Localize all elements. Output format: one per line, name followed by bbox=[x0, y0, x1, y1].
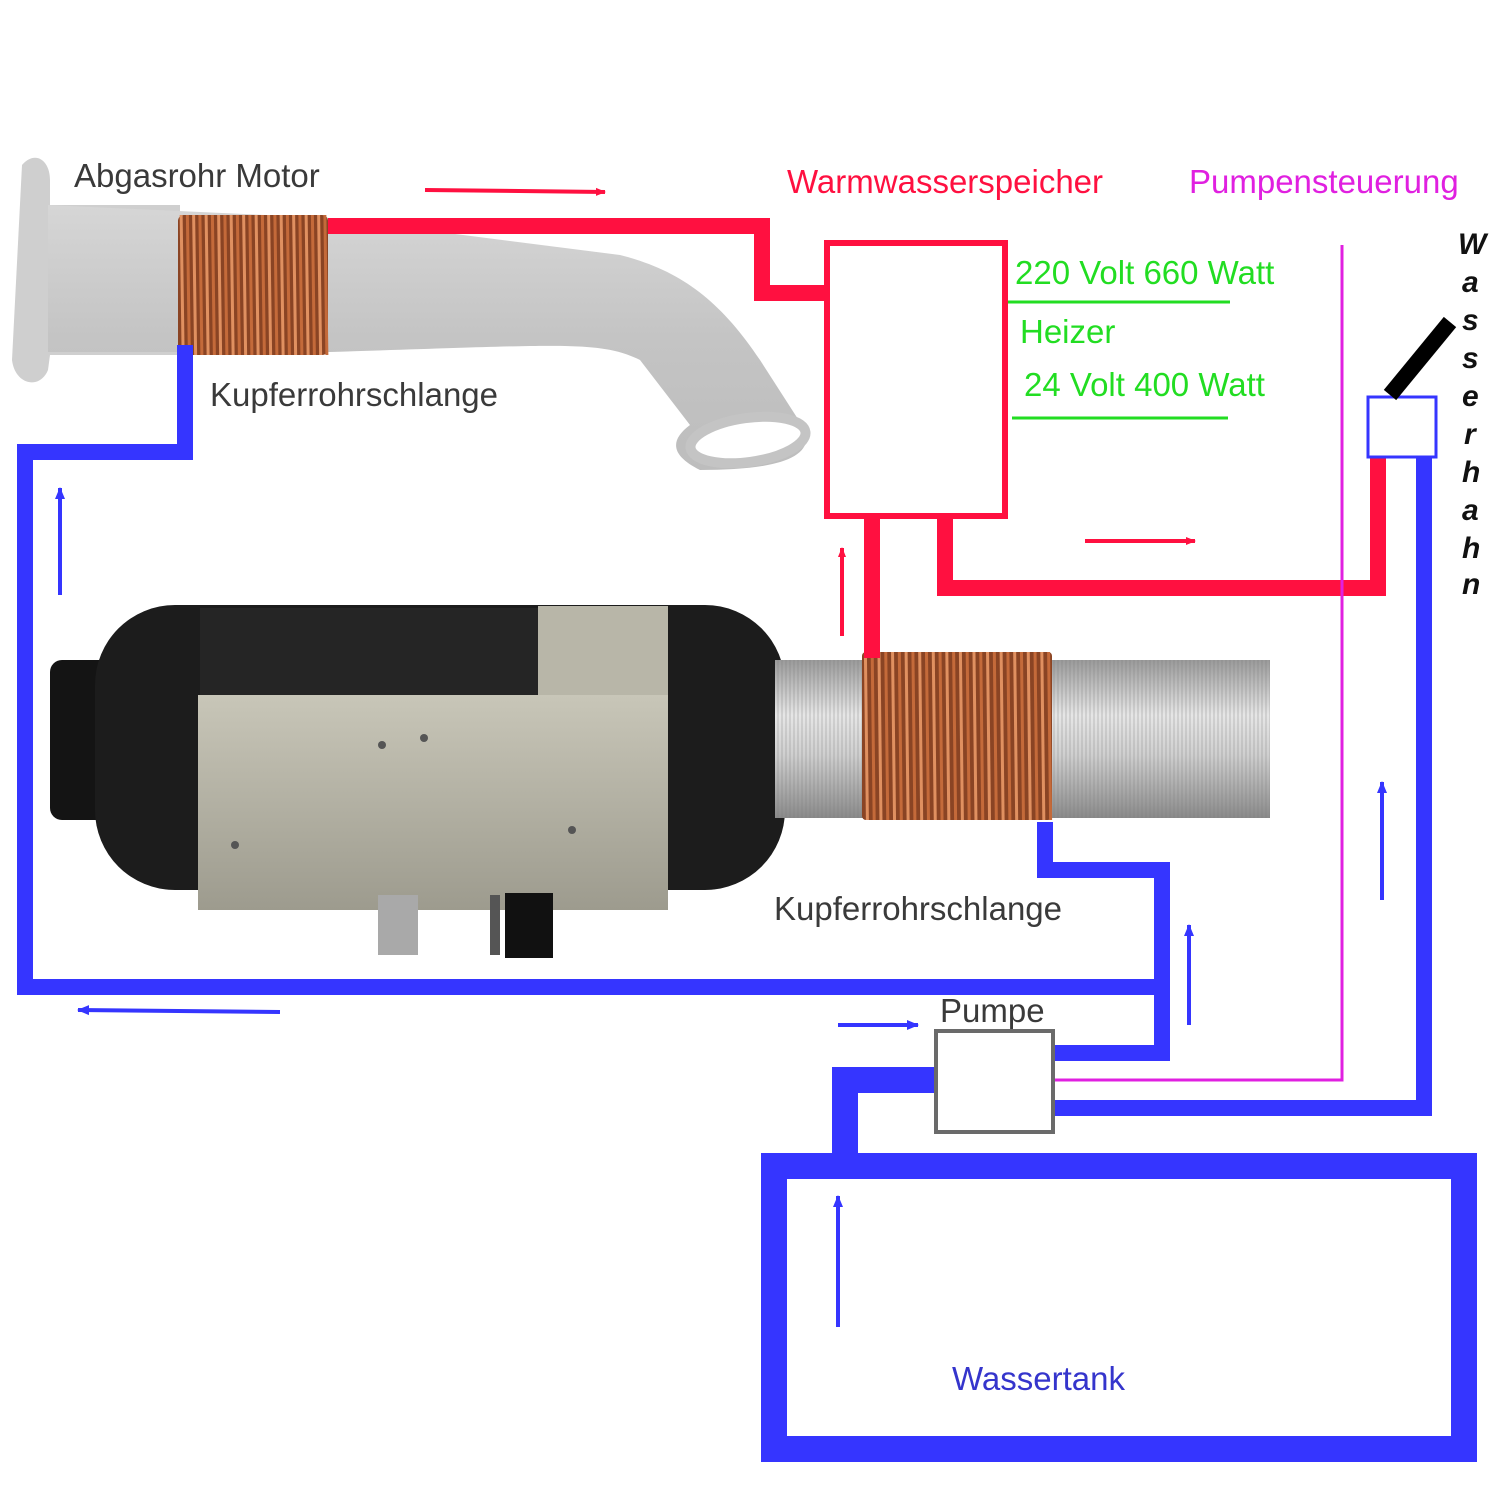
coil-winding bbox=[235, 214, 241, 356]
label-heater-rating-high: 220 Volt 660 Watt bbox=[1015, 254, 1274, 291]
coil-winding bbox=[242, 214, 248, 356]
copper-coil-windings bbox=[179, 214, 329, 356]
coil-winding bbox=[938, 651, 944, 821]
copper-coil-bottom-icon bbox=[862, 651, 1053, 821]
coil-winding bbox=[273, 214, 279, 356]
coil-winding bbox=[863, 651, 869, 821]
coil-winding bbox=[279, 214, 285, 356]
pump-control-line bbox=[1055, 245, 1344, 1082]
coil-winding bbox=[1006, 651, 1012, 821]
coil-winding bbox=[317, 214, 323, 356]
water-tap-letter: s bbox=[1462, 342, 1479, 375]
label-hot-water-storage: Warmwasserspeicher bbox=[787, 163, 1103, 200]
coil-winding bbox=[918, 651, 924, 821]
water-tap-letter: a bbox=[1462, 494, 1479, 527]
diesel-air-heater-icon bbox=[50, 605, 785, 958]
coil-winding bbox=[1013, 651, 1019, 821]
label-heater: Heizer bbox=[1020, 313, 1115, 350]
coil-winding bbox=[229, 214, 235, 356]
coil-winding bbox=[179, 214, 185, 356]
coil-winding bbox=[304, 214, 310, 356]
coil-winding bbox=[884, 651, 890, 821]
coil-winding bbox=[877, 651, 883, 821]
water-tap-letter: s bbox=[1462, 304, 1479, 337]
coil-winding bbox=[1047, 651, 1053, 821]
water-tap-letter: h bbox=[1462, 456, 1480, 489]
coil-winding bbox=[310, 214, 316, 356]
coil-winding bbox=[999, 651, 1005, 821]
coil-winding bbox=[986, 651, 992, 821]
label-exhaust-pipe: Abgasrohr Motor bbox=[74, 157, 320, 194]
coil-winding bbox=[897, 651, 903, 821]
water-tap-letter: e bbox=[1462, 380, 1479, 413]
water-tap-letter: n bbox=[1462, 568, 1480, 601]
coil-winding bbox=[1040, 651, 1046, 821]
hot-water-storage-box bbox=[824, 240, 1008, 519]
coil-winding bbox=[891, 651, 897, 821]
coil-winding bbox=[911, 651, 917, 821]
coil-winding bbox=[958, 651, 964, 821]
coil-winding bbox=[979, 651, 985, 821]
pump-box bbox=[934, 1029, 1055, 1134]
label-pump-control: Pumpensteuerung bbox=[1189, 163, 1459, 200]
label-heater-rating-low: 24 Volt 400 Watt bbox=[1024, 366, 1265, 403]
coil-winding bbox=[292, 214, 298, 356]
cold-water-lines bbox=[17, 345, 1432, 1165]
water-tap-letter: W bbox=[1458, 228, 1489, 261]
arrow-cold-left bbox=[77, 1005, 281, 1016]
coil-winding bbox=[267, 214, 273, 356]
copper-coil-windings bbox=[863, 651, 1053, 821]
coil-winding bbox=[952, 651, 958, 821]
label-water-tank: Wassertank bbox=[952, 1360, 1125, 1397]
label-copper-coil-bottom: Kupferrohrschlange bbox=[774, 890, 1062, 927]
coil-winding bbox=[924, 651, 930, 821]
coil-winding bbox=[298, 214, 304, 356]
coil-winding bbox=[210, 214, 216, 356]
water-tap-letter: r bbox=[1464, 418, 1478, 451]
coil-winding bbox=[185, 214, 191, 356]
coil-winding bbox=[1026, 651, 1032, 821]
coil-winding bbox=[223, 214, 229, 356]
coil-winding bbox=[945, 651, 951, 821]
coil-winding bbox=[198, 214, 204, 356]
water-tank-box bbox=[761, 1153, 1477, 1462]
coil-winding bbox=[931, 651, 937, 821]
label-water-tap: W a s s e r h a h n bbox=[1458, 228, 1489, 601]
coil-winding bbox=[192, 214, 198, 356]
coil-winding bbox=[1019, 651, 1025, 821]
coil-winding bbox=[1033, 651, 1039, 821]
coil-winding bbox=[323, 214, 329, 356]
coil-winding bbox=[248, 214, 254, 356]
coil-winding bbox=[217, 214, 223, 356]
coil-winding bbox=[204, 214, 210, 356]
label-copper-coil-top: Kupferrohrschlange bbox=[210, 376, 498, 413]
arrow-top-right bbox=[424, 187, 606, 196]
exhaust-pipe-icon bbox=[12, 157, 811, 470]
coil-winding bbox=[260, 214, 266, 356]
coil-winding bbox=[965, 651, 971, 821]
coil-winding bbox=[904, 651, 910, 821]
label-pump: Pumpe bbox=[940, 992, 1045, 1029]
water-tap-letter: a bbox=[1462, 266, 1479, 299]
hot-water-lines bbox=[328, 218, 1386, 658]
coil-winding bbox=[992, 651, 998, 821]
coil-winding bbox=[285, 214, 291, 356]
water-tap-letter: h bbox=[1462, 532, 1480, 565]
copper-coil-top-icon bbox=[178, 214, 329, 356]
coil-winding bbox=[254, 214, 260, 356]
coil-winding bbox=[972, 651, 978, 821]
water-tap-icon bbox=[1366, 316, 1457, 459]
flow-arrows bbox=[55, 187, 1387, 1327]
coil-winding bbox=[870, 651, 876, 821]
